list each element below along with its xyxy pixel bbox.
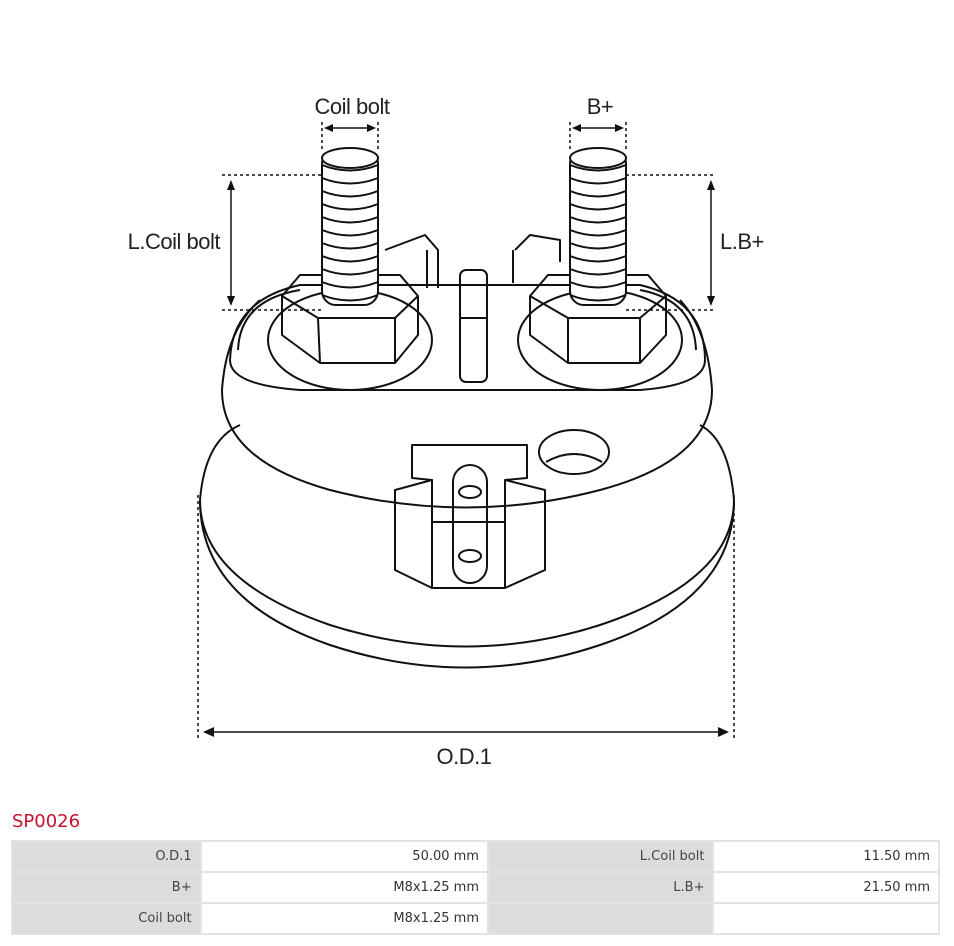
vent-hole	[538, 429, 610, 475]
spec-key: L.B+	[486, 871, 715, 904]
product-code: SP0026	[12, 811, 81, 832]
body-cylinder	[221, 389, 713, 509]
l-b-plus-label: L.B+	[720, 229, 764, 254]
table-row: O.D.1 50.00 mm L.Coil bolt 11.50 mm	[11, 840, 940, 873]
od1-label: O.D.1	[437, 744, 492, 769]
coil-bolt-thread	[321, 147, 379, 306]
b-plus-bolt-thread	[569, 147, 627, 306]
spec-key: B+	[11, 871, 202, 904]
base-flange	[199, 499, 735, 669]
terminal-connector	[411, 444, 528, 589]
terminal-lug	[452, 464, 488, 584]
solenoid-cap-diagram: Coil bolt B+ L.Coil bolt L.B+ O.D.1	[128, 94, 765, 769]
spec-value: 11.50 mm	[712, 840, 940, 873]
spec-value	[712, 902, 940, 935]
coil-bolt-label: Coil bolt	[315, 94, 390, 119]
table-row: Coil bolt M8x1.25 mm	[11, 902, 940, 935]
spec-value: M8x1.25 mm	[199, 902, 489, 935]
table-row: B+ M8x1.25 mm L.B+ 21.50 mm	[11, 871, 940, 904]
spec-key: L.Coil bolt	[486, 840, 715, 873]
spec-key: Coil bolt	[11, 902, 202, 935]
spec-key: O.D.1	[11, 840, 202, 873]
spec-value: M8x1.25 mm	[199, 871, 489, 904]
b-plus-label: B+	[587, 94, 614, 119]
spec-value: 21.50 mm	[712, 871, 940, 904]
center-rib	[459, 269, 488, 383]
spec-key	[486, 902, 715, 935]
specs-table: O.D.1 50.00 mm L.Coil bolt 11.50 mm B+ M…	[11, 840, 940, 935]
l-coil-bolt-label: L.Coil bolt	[128, 229, 221, 254]
spec-value: 50.00 mm	[199, 840, 489, 873]
top-plate	[229, 284, 706, 391]
